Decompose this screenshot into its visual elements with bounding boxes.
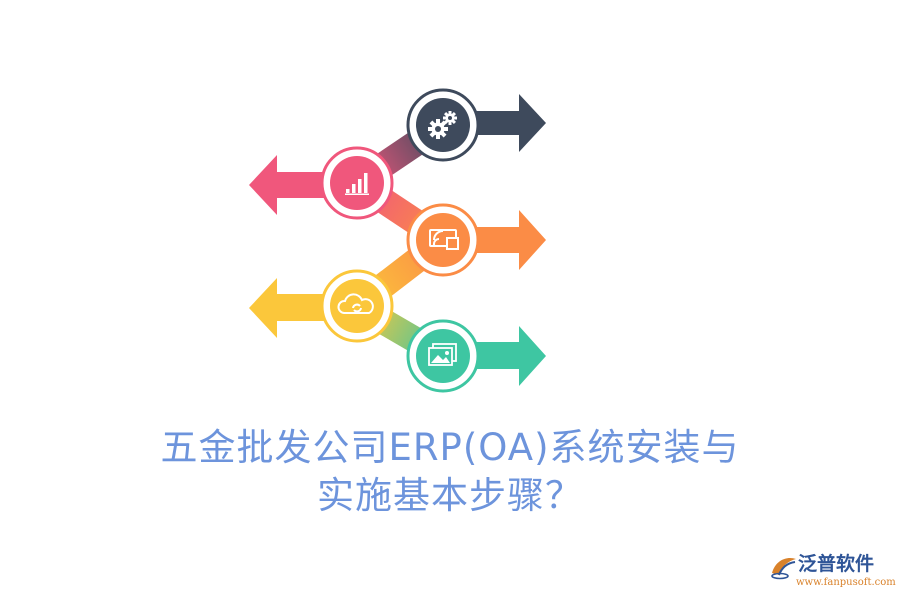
arrow-right-1 [470,94,546,152]
arrow-right-3 [470,210,546,270]
wireless-screen-icon [429,229,459,250]
arrow-left-2 [249,155,330,215]
bar-chart-icon [345,173,369,195]
gears-icon [428,111,457,139]
step-2-node [320,146,394,220]
step-5-node [406,319,480,393]
picture-gallery-icon [428,343,457,366]
step-1-node [406,88,480,162]
step-arrows [249,94,546,386]
brand-name: 泛普软件 [798,553,875,575]
arrow-left-4 [249,278,330,338]
fanpu-logo-icon [771,557,796,580]
step-3-node [406,203,480,277]
cloud-sync-icon [337,293,374,314]
step-4-node [320,269,394,343]
brand-logo: 泛普软件 www.fanpusoft.com [770,548,896,594]
title-line-2: 实施基本步骤？ [317,474,583,517]
arrow-right-5 [470,326,546,386]
brand-url: www.fanpusoft.com [796,577,896,588]
title-line-1: 五金批发公司ERP(OA)系统安装与 [160,426,740,469]
